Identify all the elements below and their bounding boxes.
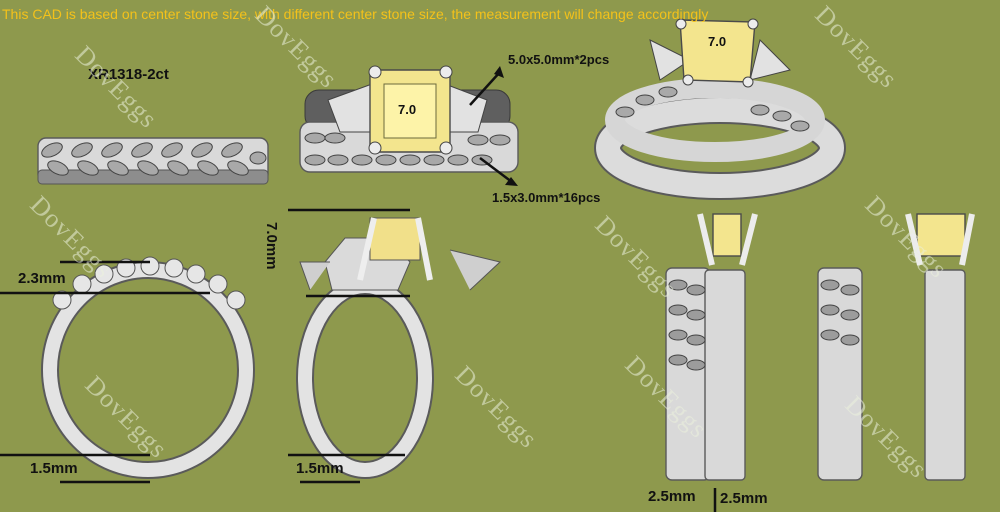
engagement-profile-view	[288, 208, 502, 484]
center-stone-size-top: 7.0	[398, 102, 417, 117]
side-view-set	[665, 213, 975, 512]
band-profile-view	[0, 256, 255, 484]
model-number: XR1318-2ct	[88, 66, 169, 83]
engagement-width-label: 1.5mm	[296, 460, 344, 477]
ring-set-top-view	[299, 65, 519, 186]
disclaimer-text: This CAD is based on center stone size, …	[2, 6, 709, 22]
center-stone-size-perspective: 7.0	[708, 34, 727, 49]
band-height-label: 2.3mm	[18, 270, 66, 287]
band-width-label: 1.5mm	[30, 460, 78, 477]
wedding-band-top-view	[37, 137, 269, 185]
band-stone-spec: 1.5x3.0mm*16pcs	[492, 190, 601, 205]
side-width-a-label: 2.5mm	[648, 488, 696, 505]
side-width-b-label: 2.5mm	[720, 490, 768, 507]
side-stone-spec: 5.0x5.0mm*2pcs	[508, 52, 610, 67]
ring-set-perspective-view	[594, 18, 846, 200]
center-height-label: 7.0mm	[263, 222, 280, 270]
